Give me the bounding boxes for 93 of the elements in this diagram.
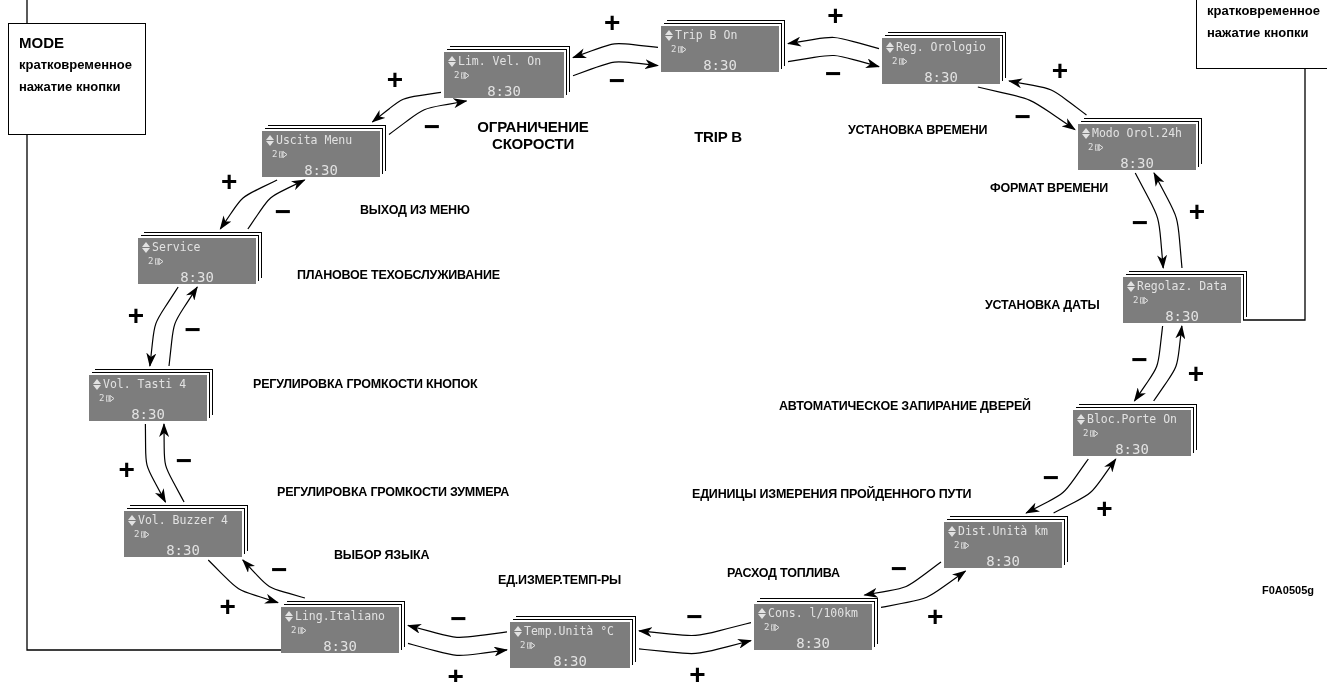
note-text: кратковременное нажатие кнопки — [19, 56, 134, 96]
arrow — [247, 179, 306, 230]
function-caption: ЕДИНИЦЫ ИЗМЕРЕНИЯ ПРОЙДЕННОГО ПУТИ — [692, 486, 972, 503]
function-caption: УСТАНОВКА ДАТЫ — [985, 297, 1100, 314]
note-text: кратковременное нажатие кнопки — [1207, 2, 1322, 42]
function-caption: ВЫБОР ЯЗЫКА — [334, 547, 430, 564]
function-caption: ПЛАНОВОЕ ТЕХОБСЛУЖИВАНИЕ — [297, 267, 500, 284]
arrow — [388, 98, 468, 136]
arrow — [1008, 78, 1088, 116]
display-digit: 2 — [520, 639, 526, 651]
arrow — [1053, 458, 1117, 514]
arrow — [146, 286, 179, 367]
function-caption: ЕД.ИЗМЕР.ТЕМП-РЫ — [498, 572, 622, 589]
arrow — [371, 91, 442, 123]
clock-time: 8:30 — [322, 638, 358, 654]
menu-item-text: Vol. Buzzer 4 — [138, 513, 228, 527]
display-digit: 2 — [99, 392, 105, 404]
arrow — [880, 570, 967, 609]
display-digit: 2 — [1133, 294, 1139, 306]
note-box — [1196, 0, 1327, 69]
arrow — [207, 559, 279, 604]
arrow — [638, 621, 752, 638]
display-digit: 2 — [671, 43, 677, 55]
menu-item-text: Modo Orol.24h — [1092, 126, 1182, 140]
menu-item-text: Bloc.Porte On — [1087, 412, 1177, 426]
clock-time: 8:30 — [552, 653, 588, 669]
menu-item-text: Trip B On — [675, 28, 738, 42]
arrow — [168, 286, 198, 367]
clock-time: 8:30 — [1164, 308, 1200, 324]
arrow — [1025, 458, 1089, 514]
function-caption: УСТАНОВКА ВРЕМЕНИ — [848, 122, 988, 139]
arrow — [159, 423, 185, 503]
display-digit: 2 — [1083, 427, 1089, 439]
display-digit: 2 — [148, 255, 154, 267]
display-digit: 2 — [1088, 141, 1094, 153]
arrow — [572, 59, 659, 77]
menu-item-text: Service — [152, 240, 201, 254]
arrow — [1153, 325, 1186, 402]
arrow — [787, 54, 880, 68]
menu-item-text: Cons. l/100km — [768, 606, 858, 620]
function-caption: ФОРМАТ ВРЕМЕНИ — [990, 180, 1109, 197]
display-digit: 2 — [272, 148, 278, 160]
clock-time: 8:30 — [985, 553, 1021, 569]
arrow — [242, 559, 306, 599]
function-caption: ОГРАНИЧЕНИЕ СКОРОСТИ — [476, 118, 590, 152]
clock-time: 8:30 — [179, 269, 215, 285]
menu-item-text: Dist.Unità km — [958, 524, 1048, 538]
arrow — [1133, 325, 1164, 402]
display-digit: 2 — [954, 539, 960, 551]
menu-item-text: Reg. Orologio — [896, 40, 986, 54]
clock-time: 8:30 — [1119, 155, 1155, 171]
clock-time: 8:30 — [130, 406, 166, 422]
arrow — [407, 642, 508, 657]
arrow — [787, 36, 880, 50]
clock-time: 8:30 — [923, 69, 959, 85]
arrow — [572, 43, 659, 59]
display-digit: 2 — [764, 621, 770, 633]
arrow — [977, 86, 1076, 131]
menu-item-text: Lim. Vel. On — [458, 54, 542, 68]
connector-line — [1240, 68, 1306, 321]
arrow — [407, 624, 508, 638]
clock-time: 8:30 — [165, 542, 201, 558]
arrow — [638, 639, 752, 655]
function-caption: РЕГУЛИРОВКА ГРОМКОСТИ КНОПОК — [253, 376, 478, 393]
arrow — [1134, 172, 1168, 269]
display-digit: 2 — [291, 624, 297, 636]
function-caption: РЕГУЛИРОВКА ГРОМКОСТИ ЗУММЕРА — [277, 484, 510, 501]
function-caption: РАСХОД ТОПЛИВА — [727, 565, 840, 582]
figure-code: F0A0505g — [1262, 584, 1314, 596]
arrow — [219, 179, 278, 230]
display-digit: 2 — [892, 55, 898, 67]
display-digit: 2 — [134, 528, 140, 540]
display-digit: 2 — [454, 69, 460, 81]
arrow — [144, 423, 167, 503]
clock-time: 8:30 — [1114, 441, 1150, 457]
function-caption: АВТОМАТИЧЕСКОЕ ЗАПИРАНИЕ ДВЕРЕЙ — [779, 398, 1031, 415]
function-caption: ВЫХОД ИЗ МЕНЮ — [360, 202, 470, 219]
connector-line — [26, 0, 28, 24]
clock-time: 8:30 — [486, 83, 522, 99]
function-caption: TRIP B — [693, 128, 743, 145]
menu-item-text: Regolaz. Data — [1137, 279, 1227, 293]
arrow — [1153, 172, 1183, 269]
connector-line — [26, 134, 282, 651]
menu-item-text: Uscita Menu — [276, 133, 353, 147]
arrow — [863, 561, 942, 598]
note-text: MODE — [19, 33, 65, 53]
clock-time: 8:30 — [795, 635, 831, 651]
menu-item-text: Ling.Italiano — [295, 609, 385, 623]
menu-item-text: Temp.Unità °C — [524, 624, 614, 638]
clock-time: 8:30 — [702, 57, 738, 73]
clock-time: 8:30 — [303, 162, 339, 178]
menu-item-text: Vol. Tasti 4 — [103, 377, 187, 391]
note-box — [8, 23, 146, 135]
